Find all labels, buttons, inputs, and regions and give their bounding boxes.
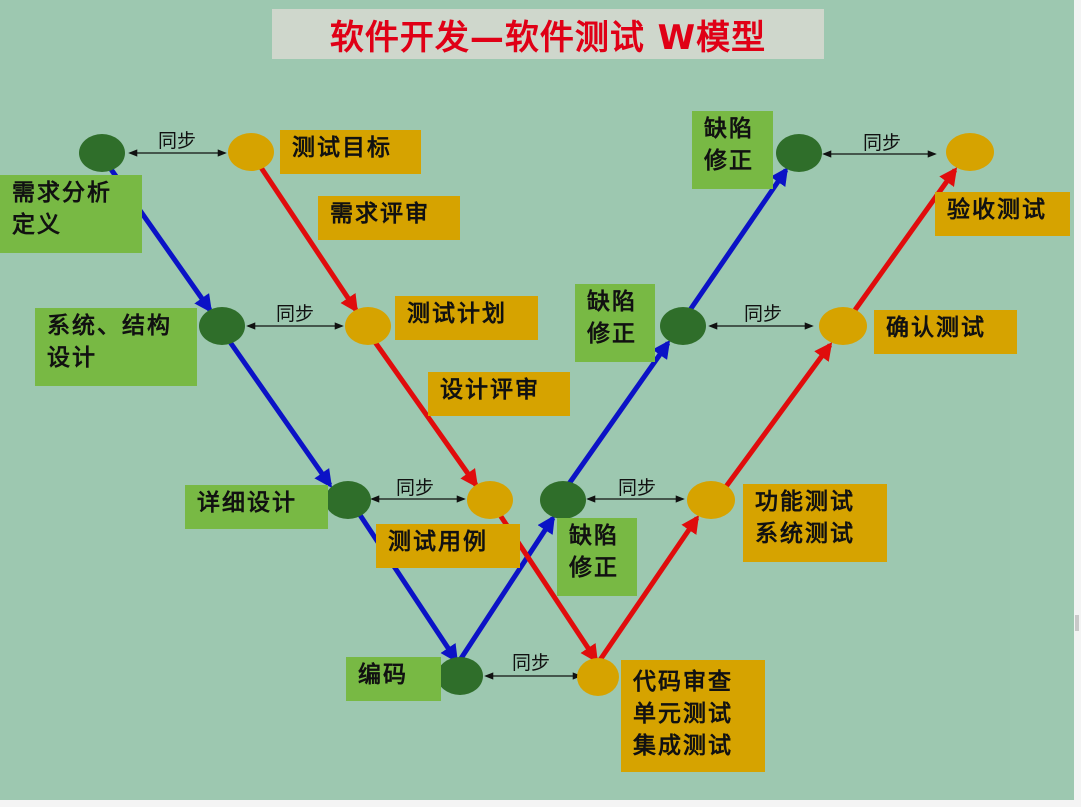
dev-arrow-sys-to-detail [227,340,333,488]
bottom-margin [0,800,1081,807]
label-system-design: 系统、结构 设计 [35,308,197,386]
node-dev-fix-1 [540,481,586,519]
node-dev-coding [437,657,483,695]
label-design-review: 设计评审 [428,372,570,416]
test-arrow-confirm-to-accept [852,167,958,312]
node-test-functional [687,481,735,519]
node-dev-requirements [79,134,125,172]
sync-label-7: 同步 [863,132,901,154]
node-dev-system-design [199,307,245,345]
right-margin [1074,0,1081,807]
node-test-code-review [577,658,619,696]
sync-label-3: 同步 [396,477,434,499]
node-test-plan [345,307,391,345]
sync-label-4: 同步 [512,652,550,674]
sync-label-1: 同步 [158,130,196,152]
title-banner: 软件开发—软件测试 W模型 [272,9,824,59]
test-arrow-func-to-confirm [722,342,833,490]
test-arrow-plan-to-case [372,340,479,488]
label-detail-design: 详细设计 [185,485,328,529]
sync-label-5: 同步 [618,477,656,499]
label-confirm-test: 确认测试 [874,310,1017,354]
label-test-case: 测试用例 [376,524,520,568]
node-dev-fix-3 [776,134,822,172]
node-test-accept [946,133,994,171]
sync-label-6: 同步 [744,303,782,325]
label-defect-fix-2: 缺陷 修正 [575,284,655,362]
node-test-case [467,481,513,519]
node-dev-detail-design [325,481,371,519]
dev-arrow-fix1-to-fix2 [563,340,671,490]
sync-label-2: 同步 [276,303,314,325]
node-dev-fix-2 [660,307,706,345]
label-defect-fix-3: 缺陷 修正 [692,111,773,189]
node-test-goal [228,133,274,171]
label-requirements-definition: 需求分析 定义 [0,175,142,253]
label-code-review: 代码审查 单元测试 集成测试 [621,660,765,772]
scrollbar-thumb[interactable] [1075,615,1079,631]
dev-arrow-fix2-to-fix3 [687,167,789,312]
label-acceptance-test: 验收测试 [935,192,1070,236]
page-title: 软件开发—软件测试 W模型 [329,17,767,58]
label-defect-fix-1: 缺陷 修正 [557,518,637,596]
node-test-confirm [819,307,867,345]
label-coding: 编码 [346,657,441,701]
label-test-goal: 测试目标 [280,130,421,174]
label-test-plan: 测试计划 [395,296,538,340]
label-requirements-review: 需求评审 [318,196,460,240]
label-functional-test: 功能测试 系统测试 [743,484,887,562]
test-arrow-review-to-func [597,515,700,662]
dev-arrow-coding-to-fix1 [457,514,556,662]
test-arrow-goal-to-plan [257,164,359,313]
